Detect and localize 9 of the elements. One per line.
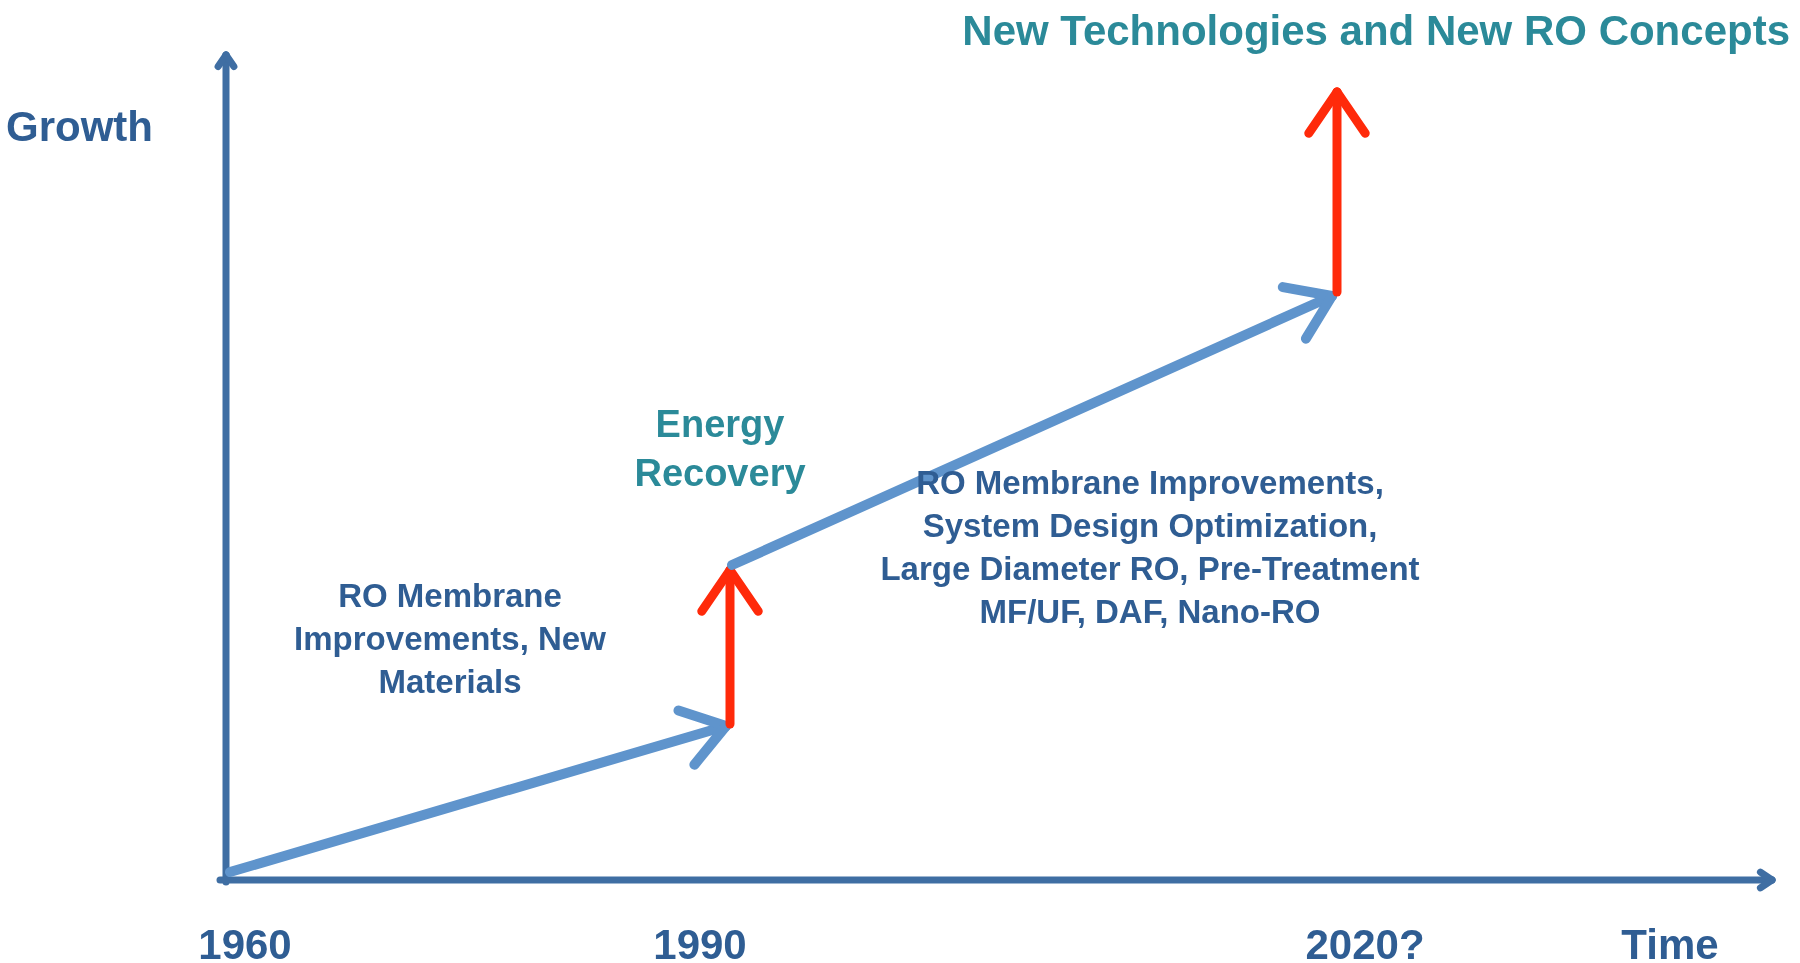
axis-label: 1990 [652, 920, 748, 963]
axis-label: 1960 [197, 920, 293, 963]
axis-title: Growth [6, 102, 154, 152]
heading: New Technologies and New RO Concepts [961, 6, 1790, 56]
annotation: Energy Recovery [633, 402, 807, 497]
axis-title: Time [1620, 920, 1720, 963]
axis-label: 2020? [1304, 920, 1426, 963]
annotation: RO Membrane Improvements, System Design Optimization, Large Diameter RO, Pre-Treatment MF/UF, DAF, Nano-RO [880, 463, 1420, 632]
annotation: RO Membrane Improvements, New Materials [293, 576, 607, 702]
